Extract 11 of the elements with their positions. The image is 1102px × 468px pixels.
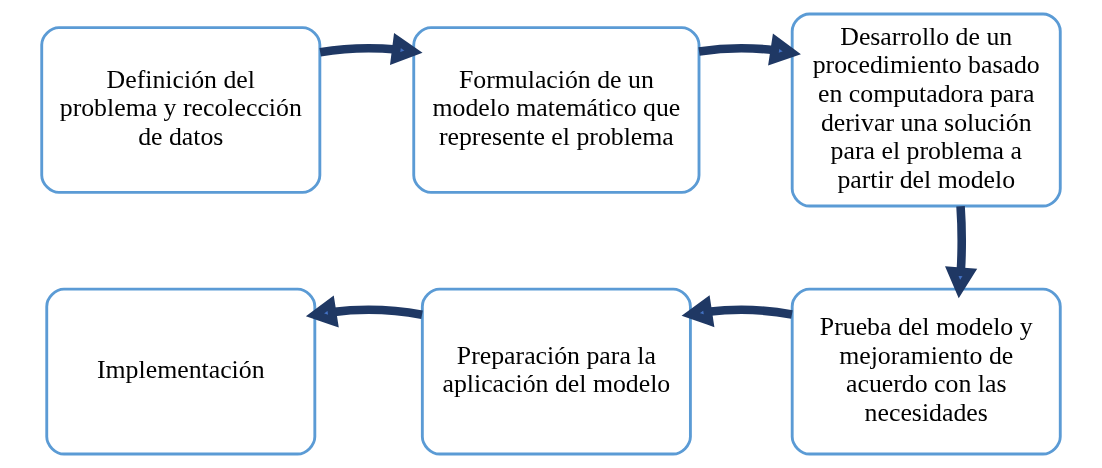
node-box: Definición del problema y recolección de datos	[40, 26, 322, 194]
arrow	[319, 32, 423, 65]
node-box: Implementación	[45, 287, 317, 456]
arrow	[681, 295, 793, 328]
node-box: Prueba del modelo y mejoramiento de acuerdo con las necesidades	[790, 287, 1062, 456]
arrow	[698, 33, 801, 66]
node-box: Preparación para la aplicación del modelo	[420, 287, 692, 456]
node-box: Desarrollo de un procedimiento basado en computadora para derivar una solución para el problema a partir del modelo	[790, 12, 1062, 208]
arrow	[945, 206, 978, 299]
arrow	[305, 295, 423, 328]
node-box: Formulación de un modelo matemático que represente el problema	[412, 26, 701, 194]
